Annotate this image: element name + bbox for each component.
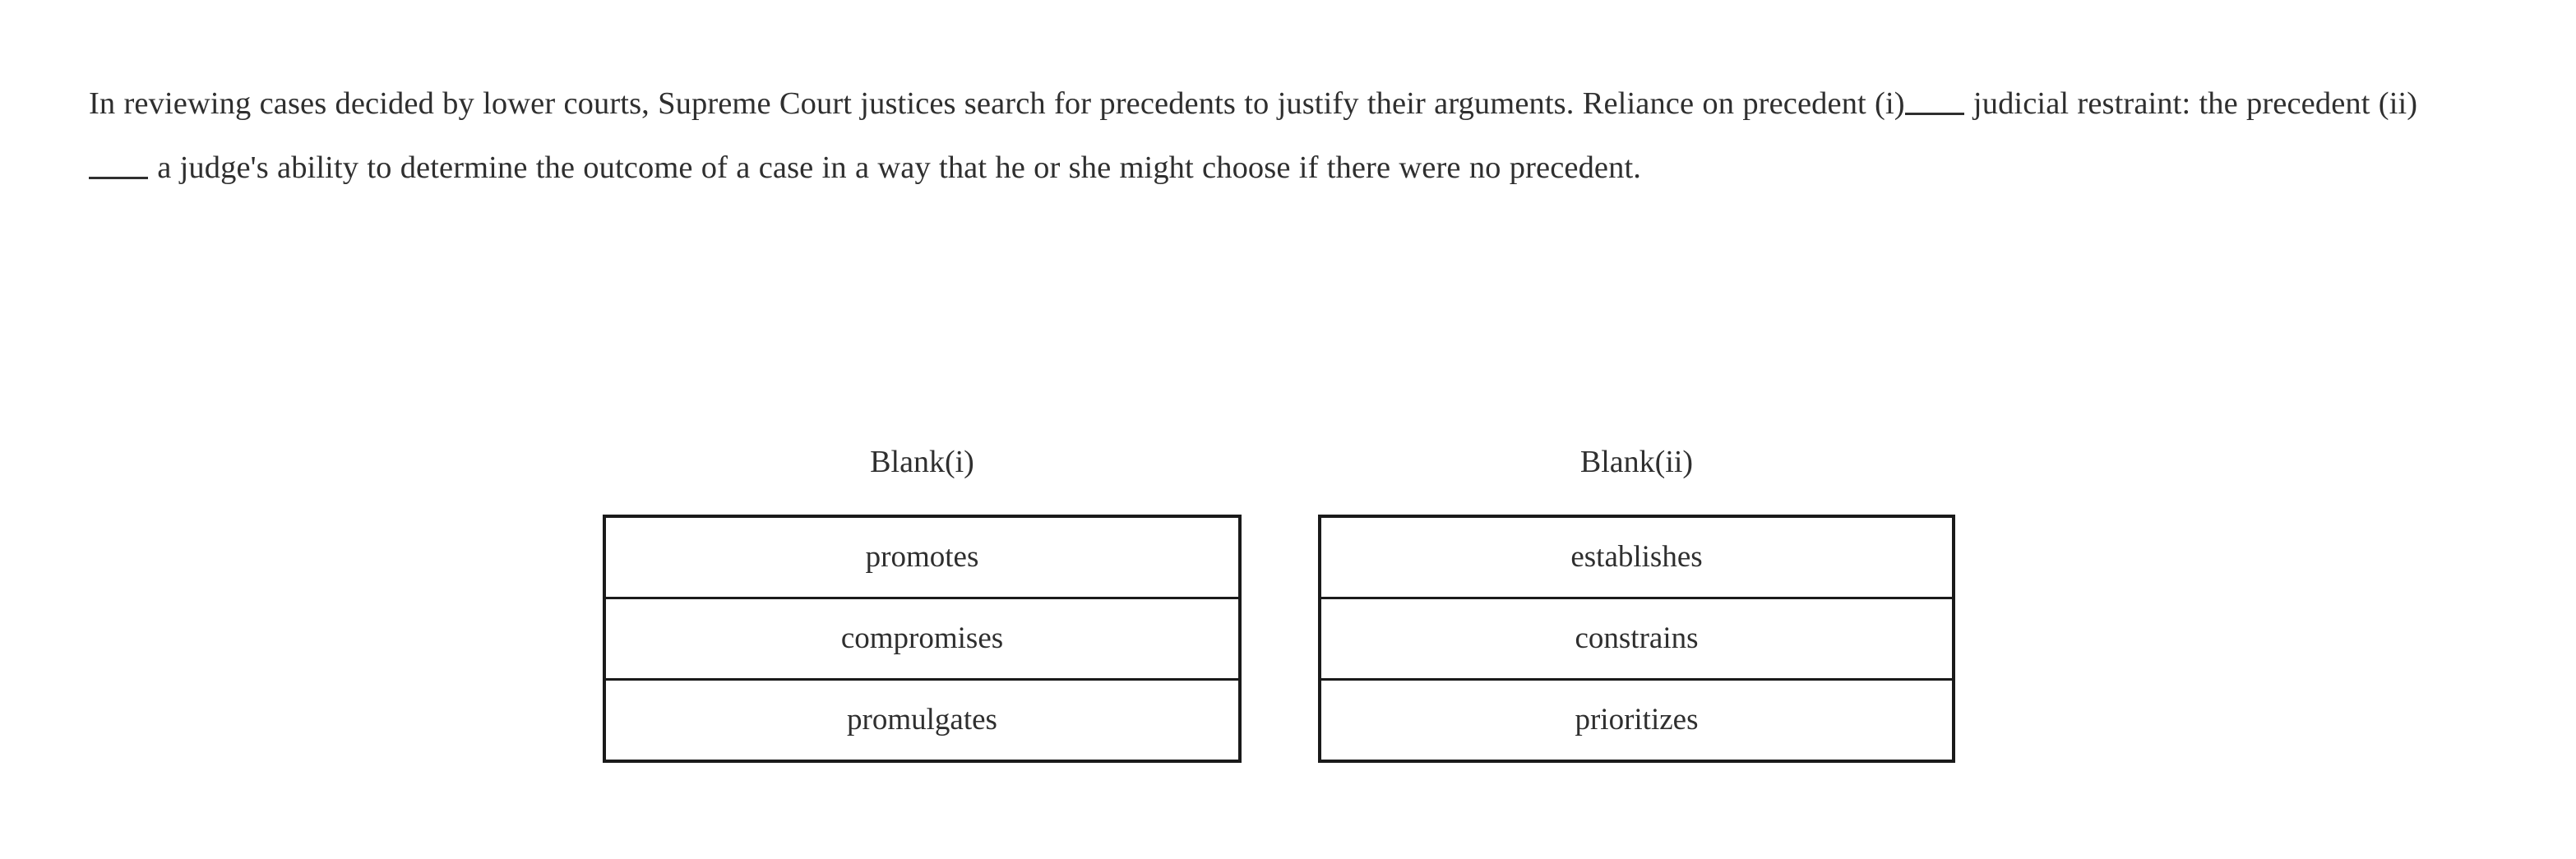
option-blank-i-2[interactable]: compromises — [604, 597, 1240, 680]
prompt-text-segment-3: a judge's ability to determine the outco… — [149, 150, 1641, 185]
prompt-text-segment-2: judicial restraint: the precedent (ii) — [1964, 85, 2418, 121]
answer-group-blank-i: Blank(i) promotes compromises promulgate… — [603, 444, 1242, 763]
option-blank-i-1[interactable]: promotes — [865, 540, 979, 574]
blank-ii-rule — [89, 176, 148, 179]
blank-i-options-table: promotes compromises promulgates — [603, 515, 1242, 763]
prompt-text-segment-1: In reviewing cases decided by lower cour… — [89, 85, 1905, 121]
table-row: constrains — [1320, 597, 1954, 680]
table-row: promotes — [604, 516, 1240, 598]
option-blank-ii-3[interactable]: prioritizes — [1320, 678, 1954, 761]
table-row: establishes — [1320, 516, 1954, 598]
blank-ii-heading: Blank(ii) — [1579, 445, 1694, 479]
table-row: compromises — [604, 597, 1240, 680]
table-row: promulgates — [604, 678, 1240, 761]
option-blank-ii-1[interactable]: establishes — [1570, 540, 1703, 574]
blank-i-heading: Blank(i) — [870, 445, 974, 479]
question-prompt: In reviewing cases decided by lower cour… — [89, 72, 2473, 200]
table-row: prioritizes — [1320, 678, 1954, 761]
answer-group-blank-ii: Blank(ii) establishes constrains priorit… — [1318, 444, 1955, 763]
blank-ii-options-table: establishes constrains prioritizes — [1318, 515, 1955, 763]
blank-i-rule — [1904, 112, 1964, 115]
option-blank-ii-2[interactable]: constrains — [1320, 597, 1954, 680]
option-blank-i-3[interactable]: promulgates — [604, 678, 1240, 761]
